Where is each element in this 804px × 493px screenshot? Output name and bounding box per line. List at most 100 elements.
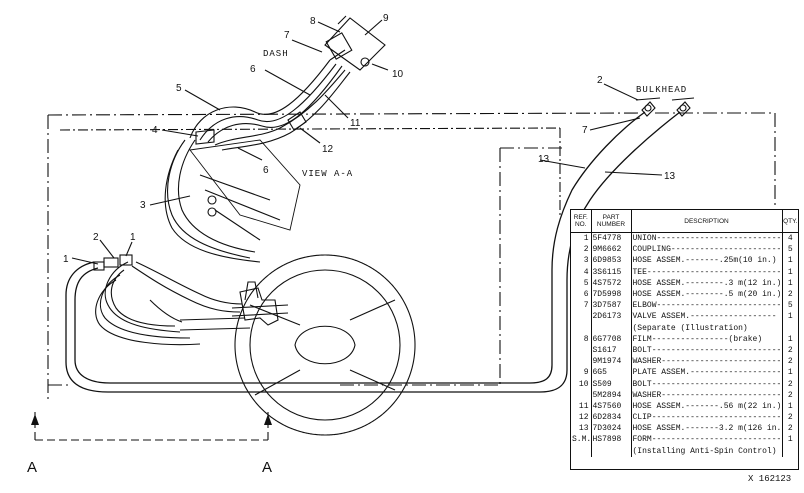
cell-qty: 1 bbox=[787, 278, 793, 288]
cell-ref: 6 bbox=[571, 288, 592, 301]
cell-ref: 9 bbox=[571, 367, 592, 379]
leader-5 bbox=[184, 89, 221, 111]
callout-1b: 1 bbox=[130, 232, 136, 243]
hose-lower-1 bbox=[104, 261, 181, 333]
leader-3 bbox=[149, 195, 191, 206]
callout-7: 7 bbox=[284, 30, 290, 41]
cell-ref: 10 bbox=[571, 378, 592, 390]
cell-ref: 13 bbox=[571, 423, 592, 435]
upper-bracket bbox=[189, 139, 301, 231]
cell-qty: 1 bbox=[787, 368, 793, 378]
tee-4 bbox=[195, 129, 215, 145]
callout-11: 11 bbox=[350, 118, 361, 129]
cell-part: S1617 bbox=[591, 344, 632, 357]
cell-desc: HOSE ASSEM.--------.5 m(20 in.) bbox=[631, 288, 783, 301]
cell-qty bbox=[782, 446, 798, 457]
cell-desc: ELBOW----------------------------- bbox=[631, 300, 783, 312]
leader-10 bbox=[371, 63, 389, 71]
cell-part: 9M6662 bbox=[591, 244, 632, 256]
callout-3: 3 bbox=[140, 200, 146, 211]
clip-12 bbox=[287, 111, 307, 131]
cell-part: HS7898 bbox=[591, 434, 632, 446]
cell-desc: FILM----------------(brake) bbox=[631, 333, 783, 345]
cell-qty: 2 bbox=[787, 379, 793, 389]
cell-part: 2D6173 bbox=[591, 311, 632, 323]
callout-9: 9 bbox=[383, 13, 389, 24]
cell-qty bbox=[782, 323, 798, 334]
header-ref: REF. NO. bbox=[571, 210, 592, 233]
cell-desc: HOSE ASSEM.-------.25m(10 in.) bbox=[631, 255, 783, 267]
cell-desc: FORM------------------------------ bbox=[631, 434, 783, 446]
cell-ref: 4 bbox=[571, 266, 592, 278]
section-label-right: A bbox=[262, 459, 272, 476]
cell-part: 7D5998 bbox=[591, 288, 632, 301]
header-description: DESCRIPTION bbox=[631, 210, 783, 233]
cell-qty: 2 bbox=[787, 413, 793, 423]
cell-part: 5F4778 bbox=[591, 232, 632, 245]
callout-13a: 13 bbox=[538, 154, 550, 165]
callout-13b: 13 bbox=[664, 171, 676, 182]
callout-8: 8 bbox=[310, 16, 316, 27]
view-label: VIEW A-A bbox=[302, 169, 353, 179]
cell-desc: HOSE ASSEM.-------.56 m(22 in.) bbox=[631, 400, 783, 412]
leader-8 bbox=[317, 21, 341, 33]
section-label-left: A bbox=[27, 459, 37, 476]
leader-2b bbox=[603, 83, 639, 101]
cell-desc: (Separate (Illustration) bbox=[631, 322, 783, 334]
cell-qty: 4 bbox=[787, 234, 793, 244]
cell-qty: 5 bbox=[787, 245, 793, 255]
hose-13-upper bbox=[74, 111, 646, 384]
hose-5 bbox=[189, 59, 331, 139]
cell-part: 3D7587 bbox=[591, 300, 632, 312]
cell-desc: VALVE ASSEM.------------------ bbox=[631, 311, 783, 323]
cell-qty: 2 bbox=[787, 424, 793, 434]
cell-part: 6D2834 bbox=[591, 412, 632, 424]
leader-6l bbox=[237, 147, 263, 161]
cell-desc: WASHER---------------------------- bbox=[631, 389, 783, 401]
cell-ref: 1 bbox=[571, 232, 592, 245]
cell-desc: HOSE ASSEM.--------.3 m(12 in.) bbox=[631, 277, 783, 289]
cell-desc: HOSE ASSEM.-------3.2 m(126 in.) bbox=[631, 423, 783, 435]
cell-desc: PLATE ASSEM.---------------------- bbox=[631, 367, 783, 379]
cell-ref: 5 bbox=[571, 277, 592, 289]
leader-1 bbox=[71, 257, 99, 265]
cell-ref: 8 bbox=[571, 333, 592, 345]
header-qty: QTY. bbox=[782, 210, 798, 233]
callout-7b: 7 bbox=[582, 125, 588, 136]
cell-desc: WASHER---------------------------- bbox=[631, 356, 783, 368]
callout-10: 10 bbox=[392, 69, 404, 80]
cell-part bbox=[591, 445, 632, 457]
cell-part: 6D9853 bbox=[591, 255, 632, 267]
callout-2: 2 bbox=[93, 232, 99, 243]
cell-desc: UNION----------------------------- bbox=[631, 232, 783, 245]
cell-qty: 1 bbox=[787, 267, 793, 277]
hose-13-lower bbox=[65, 111, 681, 393]
cell-qty: 5 bbox=[787, 301, 793, 311]
callout-5: 5 bbox=[176, 83, 182, 94]
cell-part: 4S7572 bbox=[591, 277, 632, 289]
cell-qty: 2 bbox=[787, 290, 793, 300]
cell-part: 4S7560 bbox=[591, 400, 632, 412]
leader-12 bbox=[299, 127, 321, 144]
cell-desc: TEE------------------------------- bbox=[631, 266, 783, 278]
header-part: PART NUMBER bbox=[591, 210, 632, 233]
cell-qty: 1 bbox=[787, 312, 793, 322]
cell-part: S509 bbox=[591, 378, 632, 390]
cell-ref: 7 bbox=[571, 300, 592, 312]
cell-desc: COUPLING-------------------------- bbox=[631, 244, 783, 256]
cell-ref: 11 bbox=[571, 400, 592, 412]
cell-part: 7D3024 bbox=[591, 423, 632, 435]
